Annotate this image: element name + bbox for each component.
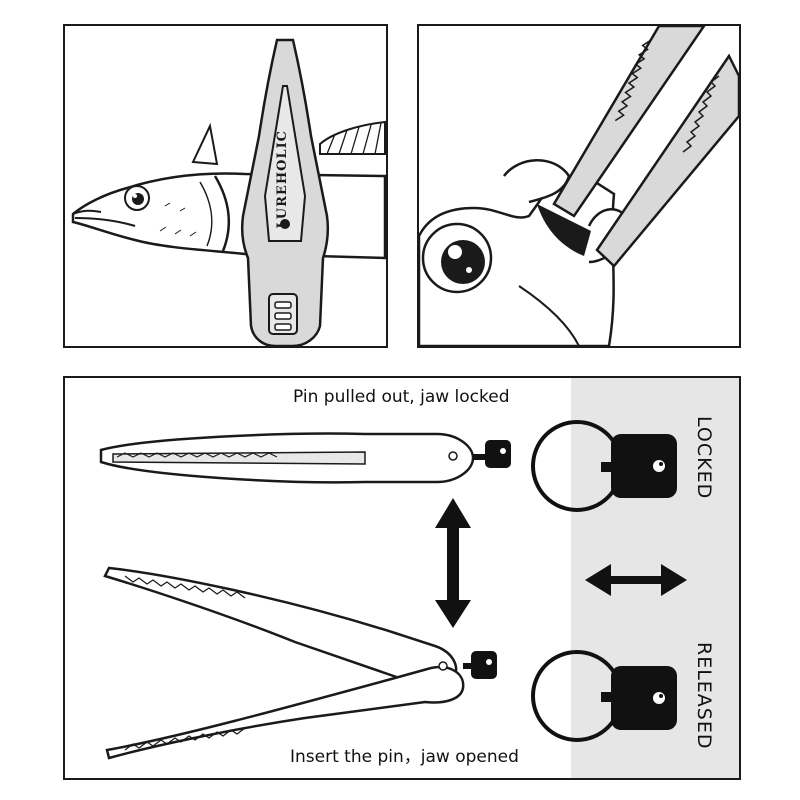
caption-opened: Insert the pin，jaw opened bbox=[290, 747, 519, 767]
released-pin-detail bbox=[531, 650, 677, 742]
gripper-open bbox=[103, 566, 497, 760]
brand-logo-mark bbox=[280, 219, 290, 229]
panel-fish-gripped: LUREHOLIC bbox=[63, 24, 388, 348]
label-released: RELEASED bbox=[693, 642, 715, 750]
fish-dorsal-fin bbox=[191, 122, 219, 166]
horizontal-arrow-icon bbox=[585, 564, 687, 596]
pin-open bbox=[471, 651, 497, 679]
released-pin-head bbox=[611, 666, 677, 730]
locked-pin-head bbox=[611, 434, 677, 498]
label-locked: LOCKED bbox=[693, 416, 715, 500]
panel-lock-diagram: Pin pulled out, jaw locked Insert the pi… bbox=[63, 376, 741, 780]
lock-diagram-illustration bbox=[99, 420, 687, 760]
fish-gripped-illustration bbox=[71, 38, 386, 346]
brand-name: LUREHOLIC bbox=[275, 130, 290, 229]
vertical-arrow-icon bbox=[435, 498, 471, 628]
panel-fish-mouth bbox=[417, 24, 741, 348]
fish-mouth-illustration bbox=[419, 26, 739, 346]
gripper-closed bbox=[99, 432, 511, 484]
gripper-tool-top bbox=[240, 38, 330, 346]
gripper-jaws bbox=[552, 26, 739, 268]
locked-pin-detail bbox=[531, 420, 677, 512]
caption-locked: Pin pulled out, jaw locked bbox=[293, 387, 510, 407]
pin-closed bbox=[485, 440, 511, 468]
